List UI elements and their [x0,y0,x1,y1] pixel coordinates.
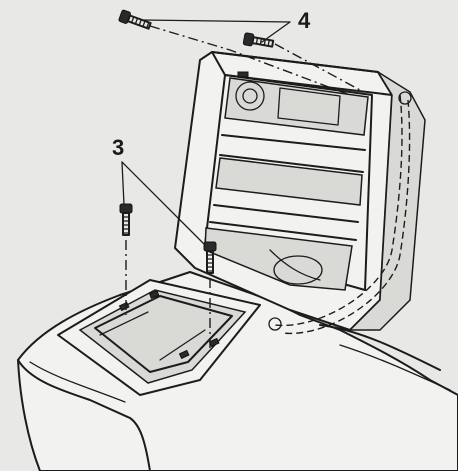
callout-4: 4 [298,8,311,33]
leader-lines [121,19,291,246]
wiring-harness [268,91,412,335]
connector-icon [268,317,282,331]
screws-upper [118,9,361,96]
console-tray [57,279,261,396]
center-panel [174,51,426,331]
callout-3: 3 [112,135,124,160]
screws-lower [119,203,217,350]
screw-icon [118,9,152,30]
connector-icon [398,91,412,105]
screw-icon [242,32,275,48]
screw-icon [203,241,217,274]
screw-icon [119,203,133,236]
